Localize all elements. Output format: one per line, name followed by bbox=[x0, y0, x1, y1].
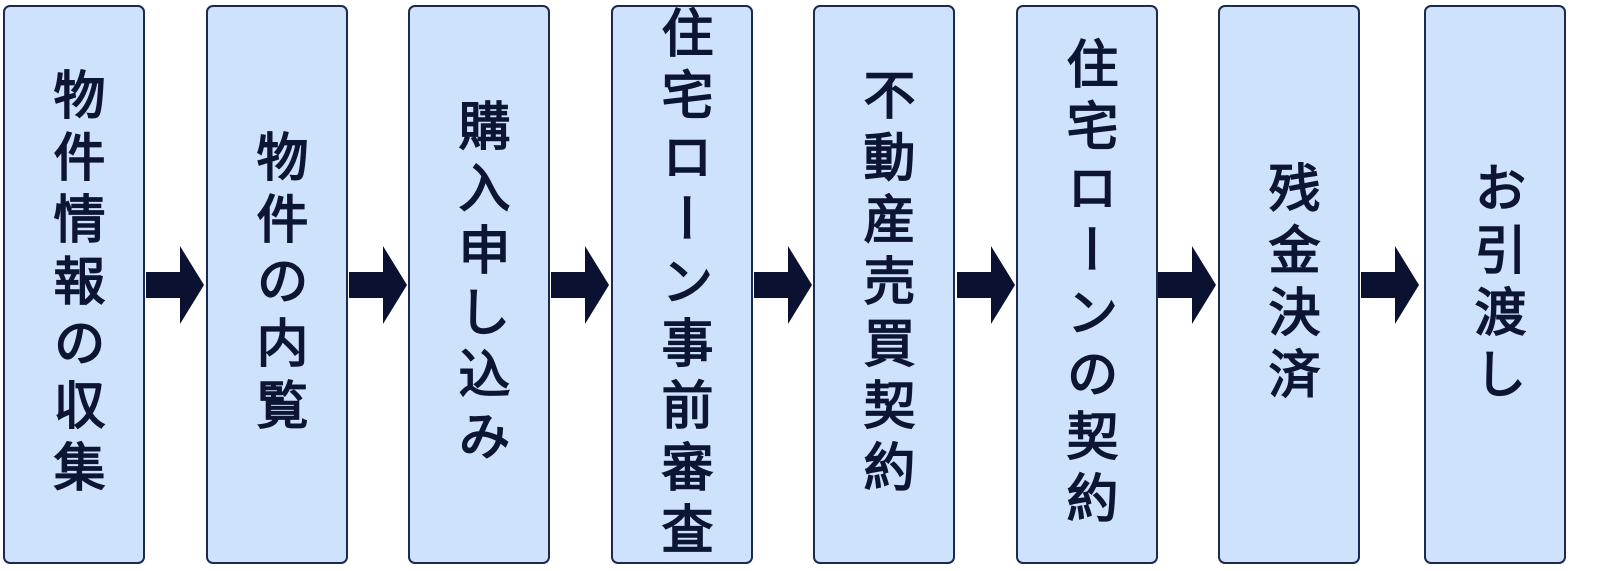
step-label: お引渡し bbox=[1465, 160, 1525, 409]
step-purchase-application: 購入申し込み bbox=[408, 5, 550, 564]
step-sales-contract: 不動産売買契約 bbox=[813, 5, 955, 564]
step-final-settlement: 残金決済 bbox=[1218, 5, 1360, 564]
step-label: 不動産売買契約 bbox=[854, 67, 914, 502]
step-handover: お引渡し bbox=[1424, 5, 1566, 564]
right-arrow-icon bbox=[754, 246, 812, 324]
step-label: 住宅ローンの契約 bbox=[1057, 36, 1117, 533]
right-arrow-icon bbox=[551, 246, 609, 324]
step-label: 残金決済 bbox=[1259, 160, 1319, 409]
right-arrow-icon bbox=[146, 246, 204, 324]
step-label: 購入申し込み bbox=[449, 98, 509, 471]
step-label: 物件の内覧 bbox=[247, 129, 307, 440]
step-loan-contract: 住宅ローンの契約 bbox=[1016, 5, 1158, 564]
step-loan-pre-screening: 住宅ローン事前審査 bbox=[611, 5, 753, 564]
step-property-viewing: 物件の内覧 bbox=[206, 5, 348, 564]
right-arrow-icon bbox=[1158, 246, 1216, 324]
right-arrow-icon bbox=[349, 246, 407, 324]
right-arrow-icon bbox=[1361, 246, 1419, 324]
step-label: 住宅ローン事前審査 bbox=[652, 5, 712, 564]
right-arrow-icon bbox=[957, 246, 1015, 324]
step-property-info-collection: 物件情報の収集 bbox=[3, 5, 145, 564]
step-label: 物件情報の収集 bbox=[44, 67, 104, 502]
